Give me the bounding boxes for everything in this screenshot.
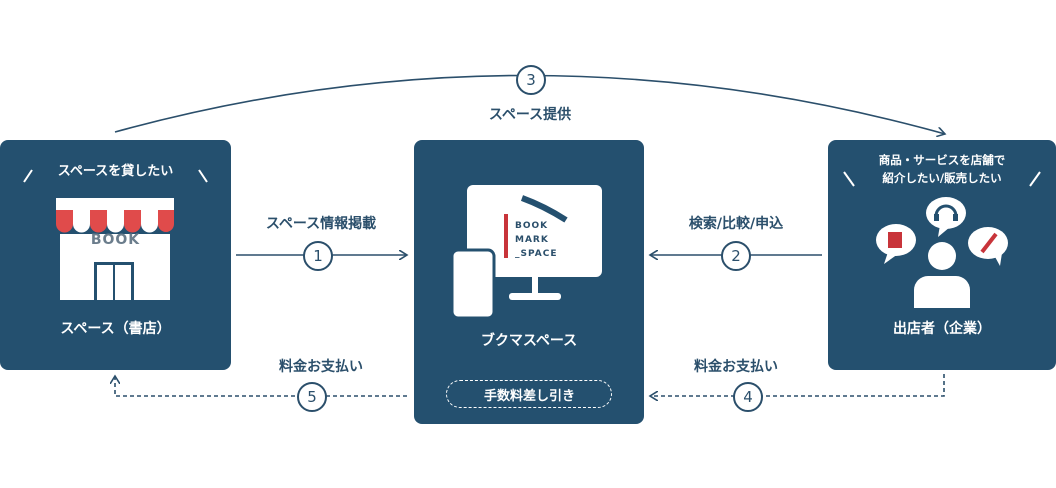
step-1-badge: 1 (303, 241, 333, 271)
commission-pill (446, 380, 612, 408)
arrow-5 (115, 376, 407, 397)
flow-4-label: 料金お支払い (694, 359, 778, 375)
flow-3-label: スペース提供 (488, 107, 572, 123)
step-5-badge: 5 (297, 382, 327, 412)
left-box-label: スペース（書店） (60, 321, 171, 337)
logo-line-mark: MARK (515, 235, 549, 245)
person-icon (914, 242, 970, 308)
awning-text: BOOK (90, 232, 141, 248)
left-banner-text: スペースを貸したい (57, 164, 174, 179)
bukuma-space-box: BOOK MARK _SPACE ブクマスペース 手数料差し引き (414, 140, 644, 424)
flow-1-label: スペース情報掲載 (265, 216, 377, 232)
flow-5-label: 料金お支払い (279, 359, 363, 375)
step-3-badge: 3 (516, 65, 546, 95)
step-2-badge: 2 (721, 241, 751, 271)
exhibitor-icon (843, 171, 1041, 308)
book-bubble-icon (876, 224, 916, 264)
space-bookstore-box: スペースを貸したい BOOK スペース（書店） (0, 140, 231, 370)
pen-bubble-icon (968, 227, 1008, 266)
monitor-phone-icon (450, 185, 602, 320)
commission-pill-text: 手数料差し引き (483, 389, 575, 404)
right-banner-line2: 紹介したい/販売したい (882, 171, 1002, 185)
exhibitor-company-box: 商品・サービスを店舗で 紹介したい/販売したい 出店者（企業） (828, 140, 1056, 370)
right-banner-line1: 商品・サービスを店舗で (878, 153, 1006, 167)
support-bubble-icon (926, 197, 966, 237)
right-box-label: 出店者（企業） (893, 321, 991, 337)
arrow-4 (650, 374, 945, 396)
center-box-label: ブクマスペース (480, 333, 578, 349)
logo-line-space: _SPACE (515, 249, 558, 259)
flow-2-label: 検索/比較/申込 (688, 216, 784, 232)
step-4-badge: 4 (733, 382, 763, 412)
store-icon (23, 169, 208, 300)
logo-line-book: BOOK (515, 221, 549, 231)
